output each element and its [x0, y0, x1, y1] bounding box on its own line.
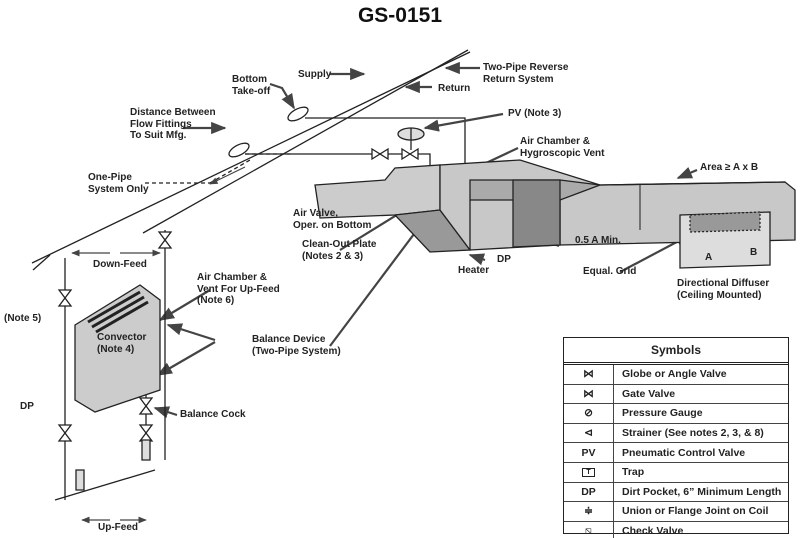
flow-fitting: [228, 142, 250, 158]
heater-coil: [512, 179, 561, 248]
label-half-a-min: 0.5 A Min.: [575, 235, 621, 246]
gate-valve-icon: ⋈: [564, 384, 614, 404]
strainer-icon: ⊲: [564, 423, 614, 443]
gate-valve-icon: [57, 289, 73, 307]
gate-valve-icon: [157, 231, 173, 249]
legend-row: ⊲Strainer (See notes 2, 3, & 8): [564, 423, 788, 444]
label-down-feed: Down-Feed: [93, 259, 147, 270]
legend-row: ⋈Globe or Angle Valve: [564, 365, 788, 385]
label-dim-a: A: [705, 252, 713, 263]
check-valve-icon: ⧅: [564, 521, 614, 538]
pressure-gauge-icon: ⊘: [564, 404, 614, 423]
label-diffuser: Directional Diffuser(Ceiling Mounted): [677, 278, 770, 301]
balance-cock-icon: [138, 397, 154, 415]
trap-icon: T: [564, 462, 614, 482]
label-air-chamber-upfeed: Air Chamber &Vent For Up-Feed(Note 6): [197, 272, 280, 306]
label-supply: Supply: [298, 69, 332, 80]
label-return: Return: [438, 83, 471, 94]
label-dim-b: B: [750, 247, 758, 258]
label-dp-left: DP: [20, 401, 34, 412]
label-pv: PV (Note 3): [508, 108, 562, 119]
label-convector: Convector(Note 4): [97, 332, 147, 355]
label-balance-device: Balance Device(Two-Pipe System): [252, 334, 341, 357]
legend-row: ≑Union or Flange Joint on Coil: [564, 502, 788, 522]
label-air-chamber-hygro: Air Chamber &Hygroscopic Vent: [520, 136, 605, 159]
union-icon: ≑: [564, 502, 614, 521]
label-up-feed: Up-Feed: [98, 522, 138, 533]
gate-valve-icon: [401, 147, 419, 161]
legend-title: Symbols: [564, 338, 788, 365]
legend-row: ⊘Pressure Gauge: [564, 404, 788, 424]
label-area: Area ≥ A x B: [700, 162, 759, 173]
pv-symbol: PV: [564, 443, 614, 462]
supply-pipe: [31, 51, 471, 264]
label-balance-cock: Balance Cock: [180, 409, 246, 420]
bottom-takeoff-fitting: [287, 106, 309, 122]
label-equal-grid: Equal. Grid: [583, 266, 637, 277]
label-dp-heater: DP: [497, 254, 511, 265]
return-pipe: [142, 49, 469, 234]
symbols-legend: Symbols ⋈Globe or Angle Valve ⋈Gate Valv…: [563, 337, 789, 538]
dp-symbol: DP: [564, 482, 614, 502]
globe-valve-icon: ⋈: [564, 365, 614, 384]
label-clean-out: Clean-Out Plate(Notes 2 & 3): [302, 239, 377, 262]
label-note5: (Note 5): [4, 313, 42, 324]
legend-row: ⋈Gate Valve: [564, 384, 788, 405]
legend-row: ⧅Check Valve: [564, 521, 788, 538]
globe-valve-icon: [371, 147, 389, 161]
gate-valve-icon: [138, 424, 154, 442]
label-air-valve: Air Valve,Oper. on Bottom: [293, 208, 372, 231]
gate-valve-icon: [57, 424, 73, 442]
page-title: GS-0151: [357, 4, 443, 27]
label-heater: Heater: [458, 265, 490, 276]
